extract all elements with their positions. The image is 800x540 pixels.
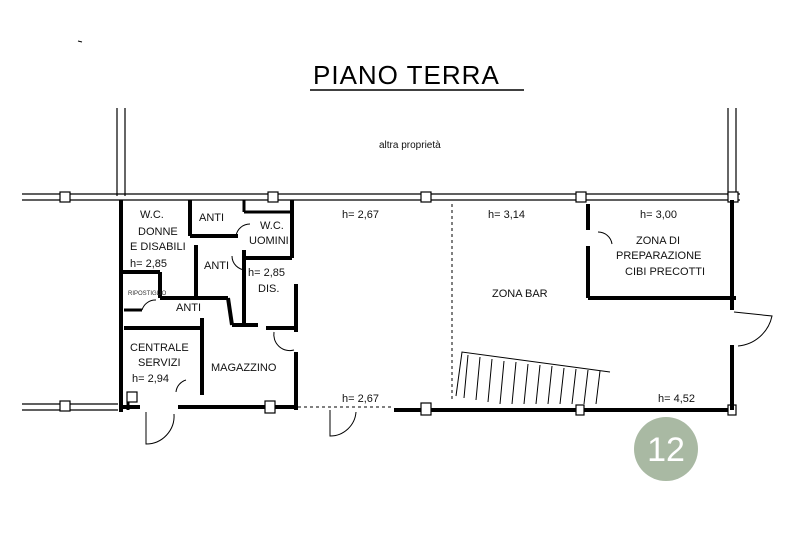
room-anti-1: ANTI xyxy=(199,212,224,224)
side-door xyxy=(733,311,773,347)
room-centrale-line2: SERVIZI xyxy=(138,357,181,369)
prep-zone-walls xyxy=(586,200,736,410)
room-labels: W.C. DONNE E DISABILI h= 2,85 ANTI W.C. … xyxy=(128,209,705,385)
neighbor-label: altra proprietà xyxy=(379,140,441,151)
room-centrale-line1: CENTRALE xyxy=(130,342,189,354)
room-magazzino: MAGAZZINO xyxy=(211,362,277,374)
room-prep-line3: CIBI PRECOTTI xyxy=(625,266,705,278)
page-badge: 12 xyxy=(634,417,698,481)
room-wc-donne-line3: E DISABILI xyxy=(130,241,186,253)
plan-title: PIANO TERRA xyxy=(313,60,500,90)
room-wc-uomini-line1: W.C. xyxy=(260,220,284,232)
height-bottom-mid: h= 2,67 xyxy=(342,393,379,405)
badge-number: 12 xyxy=(647,431,685,469)
room-prep-line1: ZONA DI xyxy=(636,235,680,247)
height-dis: h= 2,85 xyxy=(248,267,285,279)
badge-circle xyxy=(634,417,698,481)
height-labels: h= 2,67 h= 3,14 h= 3,00 h= 2,67 h= 4,52 xyxy=(342,209,695,405)
room-prep-line2: PREPARAZIONE xyxy=(616,250,701,262)
staircase xyxy=(455,351,611,405)
height-wc-donne: h= 2,85 xyxy=(130,258,167,270)
top-wall xyxy=(22,191,740,203)
room-anti-3: ANTI xyxy=(176,302,201,314)
service-block-walls xyxy=(119,200,298,412)
mid-partition xyxy=(329,204,453,437)
room-ripostiglio: RIPOSTIGLIO xyxy=(128,291,167,297)
height-top-bar: h= 3,14 xyxy=(488,209,525,221)
room-wc-donne-line2: DONNE xyxy=(138,226,178,238)
room-zona-bar: ZONA BAR xyxy=(492,288,548,300)
room-wc-donne-line1: W.C. xyxy=(140,209,164,221)
stray-mark xyxy=(77,40,83,43)
service-doors xyxy=(126,223,295,445)
room-wc-uomini-line2: UOMINI xyxy=(249,235,289,247)
height-top-prep: h= 3,00 xyxy=(640,209,677,221)
height-centrale: h= 2,94 xyxy=(132,373,169,385)
boundary-pillars xyxy=(116,108,737,196)
room-dis: DIS. xyxy=(258,283,279,295)
bottom-wall xyxy=(22,400,737,416)
room-anti-2: ANTI xyxy=(204,260,229,272)
height-top-mid: h= 2,67 xyxy=(342,209,379,221)
height-bottom-right: h= 4,52 xyxy=(658,393,695,405)
